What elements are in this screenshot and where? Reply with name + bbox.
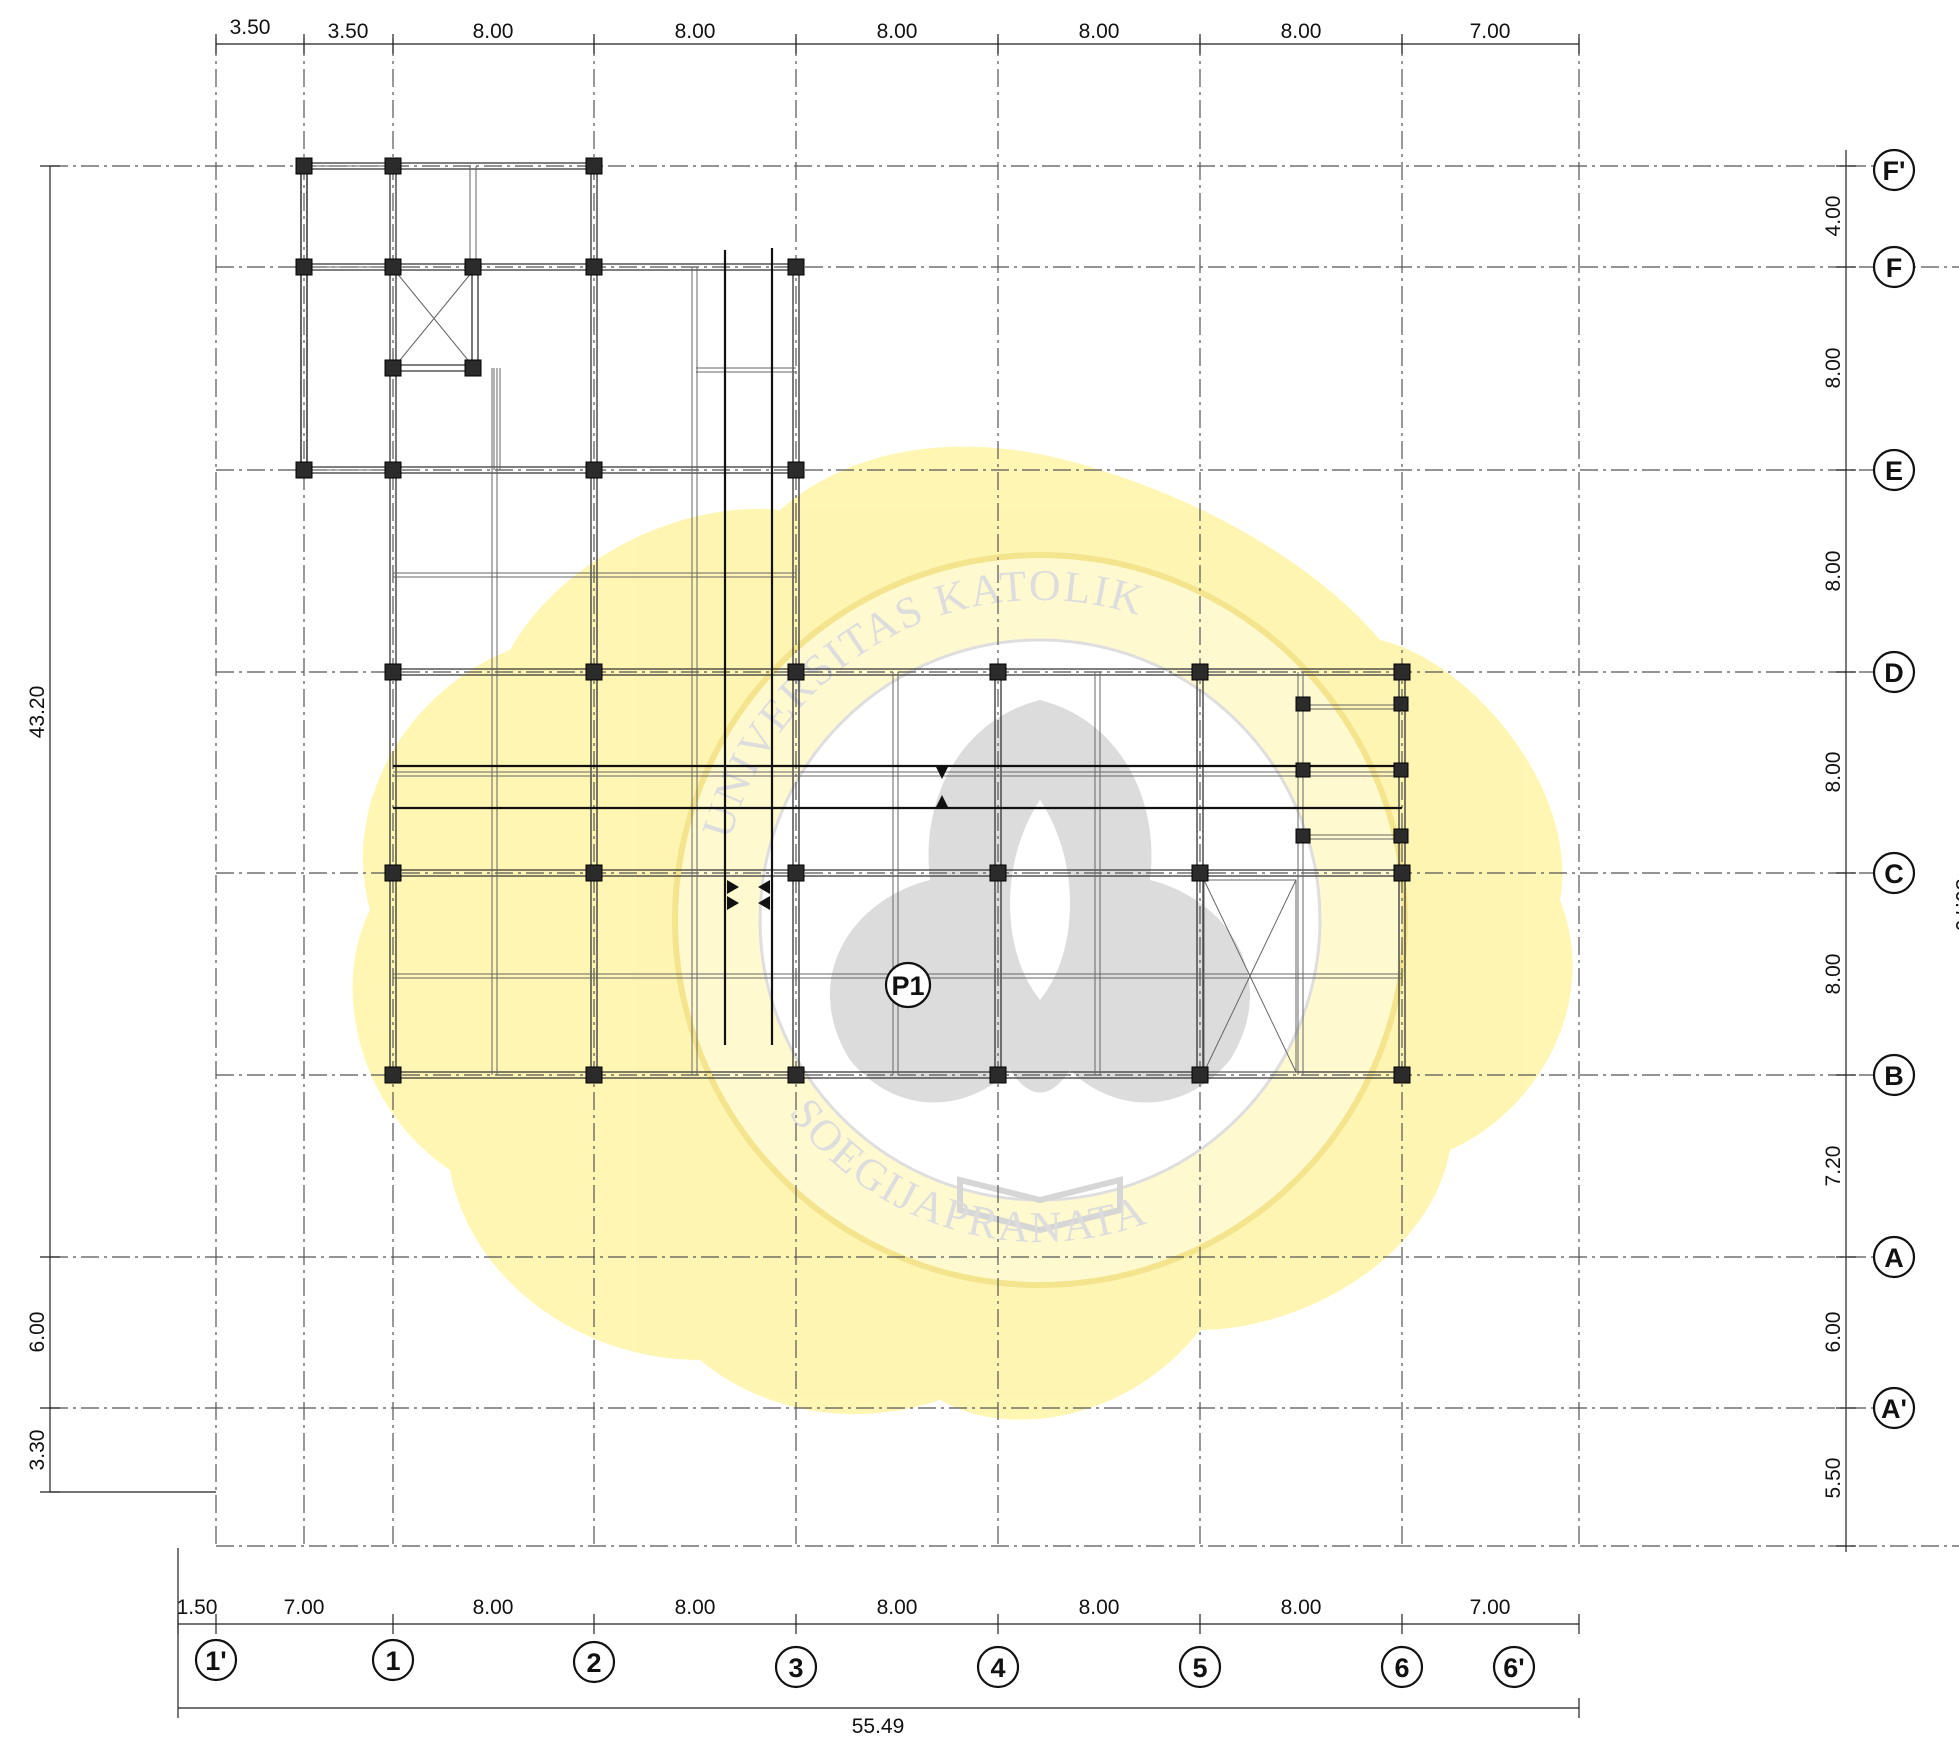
svg-text:D: D xyxy=(1884,658,1904,688)
top-dim-8: 7.00 xyxy=(1470,20,1511,43)
svg-text:B: B xyxy=(1884,1061,1904,1091)
svg-text:E: E xyxy=(1885,456,1903,486)
svg-text:6': 6' xyxy=(1503,1653,1524,1683)
grid-bubble-col-4: 4 xyxy=(976,1645,1020,1689)
bottom-total-dim: 55.49 xyxy=(852,1715,905,1738)
right-dim-8: 5.50 xyxy=(1822,1458,1845,1499)
svg-text:6: 6 xyxy=(1394,1653,1409,1683)
column-grid-bubbles: 1' 1 2 3 4 5 6 6' xyxy=(194,1638,1536,1689)
top-dim-4: 8.00 xyxy=(675,20,716,43)
panel-label-p1: P1 xyxy=(884,961,932,1009)
section-cut-lines xyxy=(393,248,1402,1045)
svg-text:P1: P1 xyxy=(891,971,924,1001)
top-dim-2: 3.50 xyxy=(328,20,369,43)
section-arrow-right-a xyxy=(758,880,770,894)
grid-bubble-col-2: 2 xyxy=(572,1640,616,1684)
grid-bubble-row-E: E xyxy=(1872,448,1916,492)
svg-text:F: F xyxy=(1886,253,1903,283)
svg-text:1: 1 xyxy=(385,1646,400,1676)
bottom-dim-4: 8.00 xyxy=(675,1596,716,1619)
bottom-dim-2: 7.00 xyxy=(284,1596,325,1619)
grid-bubble-row-D: D xyxy=(1872,650,1916,694)
university-seal-watermark: UNIVERSITAS KATOLIK SOEGIJAPRANATA xyxy=(352,446,1573,1420)
grid-bubble-col-6prime: 6' xyxy=(1492,1645,1536,1689)
top-dim-3: 8.00 xyxy=(473,20,514,43)
dimension-lines xyxy=(40,34,1856,1718)
bottom-dim-6: 8.00 xyxy=(1079,1596,1120,1619)
section-arrow-right-b xyxy=(758,896,770,910)
section-arrow-left-b xyxy=(727,896,739,910)
top-dimension-labels: 3.50 3.50 8.00 8.00 8.00 8.00 8.00 7.00 xyxy=(230,16,1511,43)
grid-bubble-row-C: C xyxy=(1872,851,1916,895)
grid-bubble-col-1: 1 xyxy=(371,1638,415,1682)
top-dim-7: 8.00 xyxy=(1281,20,1322,43)
svg-text:4: 4 xyxy=(990,1653,1005,1683)
left-dimension-labels: 43.20 6.00 3.30 xyxy=(26,686,49,1471)
grid-bubble-row-A: A xyxy=(1872,1235,1916,1279)
svg-text:3: 3 xyxy=(788,1653,803,1683)
svg-text:A': A' xyxy=(1881,1394,1907,1424)
bottom-dim-8: 7.00 xyxy=(1470,1596,1511,1619)
left-cantilever-frame xyxy=(300,165,393,471)
bottom-dimension-labels: 1.50 7.00 8.00 8.00 8.00 8.00 8.00 7.00 … xyxy=(177,1596,1511,1738)
svg-text:C: C xyxy=(1884,859,1904,889)
right-dim-6: 7.20 xyxy=(1822,1146,1845,1187)
grid-bubble-col-1prime: 1' xyxy=(194,1638,238,1682)
bottom-dim-7: 8.00 xyxy=(1281,1596,1322,1619)
top-dim-5: 8.00 xyxy=(877,20,918,43)
structural-framing xyxy=(300,162,1406,1079)
right-dim-1: 4.00 xyxy=(1822,196,1845,237)
section-arrow-up xyxy=(936,767,948,779)
grid-lines xyxy=(50,38,1959,1547)
left-dim-2: 6.00 xyxy=(26,1312,49,1353)
svg-text:2: 2 xyxy=(586,1648,601,1678)
grid-bubble-row-Aprime: A' xyxy=(1872,1386,1916,1430)
top-dim-1: 3.50 xyxy=(230,16,271,39)
grid-bubble-col-6: 6 xyxy=(1380,1645,1424,1689)
bottom-dim-5: 8.00 xyxy=(877,1596,918,1619)
left-dim-1: 43.20 xyxy=(26,686,49,739)
right-dim-5: 8.00 xyxy=(1822,954,1845,995)
svg-text:F': F' xyxy=(1883,156,1906,186)
columns xyxy=(295,157,1411,1084)
section-arrow-left-a xyxy=(727,880,739,894)
right-total-dim: 50.70 xyxy=(1951,879,1959,932)
svg-text:5: 5 xyxy=(1192,1653,1207,1683)
right-dimension-labels: 4.00 8.00 8.00 8.00 8.00 7.20 6.00 5.50 … xyxy=(1822,196,1959,1499)
right-dim-7: 6.00 xyxy=(1822,1312,1845,1353)
top-dim-6: 8.00 xyxy=(1079,20,1120,43)
section-arrow-down xyxy=(936,795,948,807)
svg-text:1': 1' xyxy=(205,1646,226,1676)
row-grid-bubbles: F' F E D C B A A' xyxy=(1872,148,1916,1430)
right-dim-3: 8.00 xyxy=(1822,551,1845,592)
seal-flame xyxy=(1010,800,1070,1000)
left-dim-3: 3.30 xyxy=(26,1430,49,1471)
grid-bubble-row-Fprime: F' xyxy=(1872,148,1916,192)
seal-book xyxy=(957,1176,1123,1234)
grid-bubble-row-F: F xyxy=(1872,245,1916,289)
grid-bubble-row-B: B xyxy=(1872,1053,1916,1097)
right-dim-2: 8.00 xyxy=(1822,348,1845,389)
bottom-dim-3: 8.00 xyxy=(473,1596,514,1619)
svg-text:A: A xyxy=(1884,1243,1904,1273)
bottom-dim-1: 1.50 xyxy=(177,1596,218,1619)
grid-bubble-col-5: 5 xyxy=(1178,1645,1222,1689)
right-dim-4: 8.00 xyxy=(1822,752,1845,793)
grid-bubble-col-3: 3 xyxy=(774,1645,818,1689)
void-openings xyxy=(395,271,1297,1073)
